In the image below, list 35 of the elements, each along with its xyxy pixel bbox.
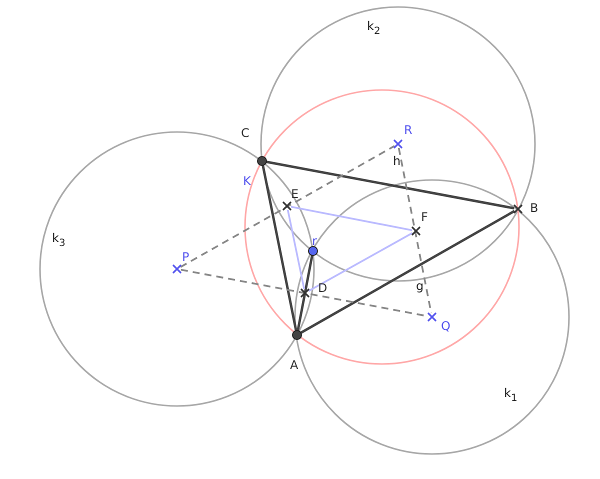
point-label: E xyxy=(291,188,299,200)
line-segment xyxy=(308,232,413,292)
line-segment xyxy=(266,160,514,210)
point-label: A xyxy=(290,359,298,371)
point-cross xyxy=(282,201,292,211)
point-cross xyxy=(300,288,310,298)
point-cross xyxy=(513,204,523,214)
point-label: D xyxy=(318,282,328,294)
curve-label: k$_{2}$ xyxy=(367,20,380,37)
point-cross xyxy=(427,312,437,322)
point-label: r xyxy=(312,235,317,247)
point-label: F xyxy=(421,211,428,223)
line-segment xyxy=(286,210,306,290)
curve-label: g xyxy=(416,280,424,292)
curve-label: k$_{3}$ xyxy=(52,232,66,249)
line-segment xyxy=(300,210,516,334)
curve-label: k$_{1}$ xyxy=(504,387,518,404)
curve-label: K xyxy=(243,175,251,187)
point-cross xyxy=(393,139,403,149)
point-dot xyxy=(292,330,302,340)
point-dot xyxy=(257,156,267,166)
point-label: R xyxy=(404,124,412,136)
line-segment xyxy=(290,206,412,232)
line-segment xyxy=(262,164,298,332)
point-cross xyxy=(172,264,182,274)
point-dot xyxy=(308,246,318,256)
curve-label: h xyxy=(393,155,401,167)
point-label: P xyxy=(182,251,190,263)
point-label: C xyxy=(241,127,250,139)
dashed-line xyxy=(180,145,395,268)
point-label: B xyxy=(530,202,538,214)
point-cross xyxy=(411,226,421,236)
dashed-line xyxy=(398,148,432,314)
point-label: Q xyxy=(441,320,450,332)
line-segment xyxy=(296,254,314,332)
